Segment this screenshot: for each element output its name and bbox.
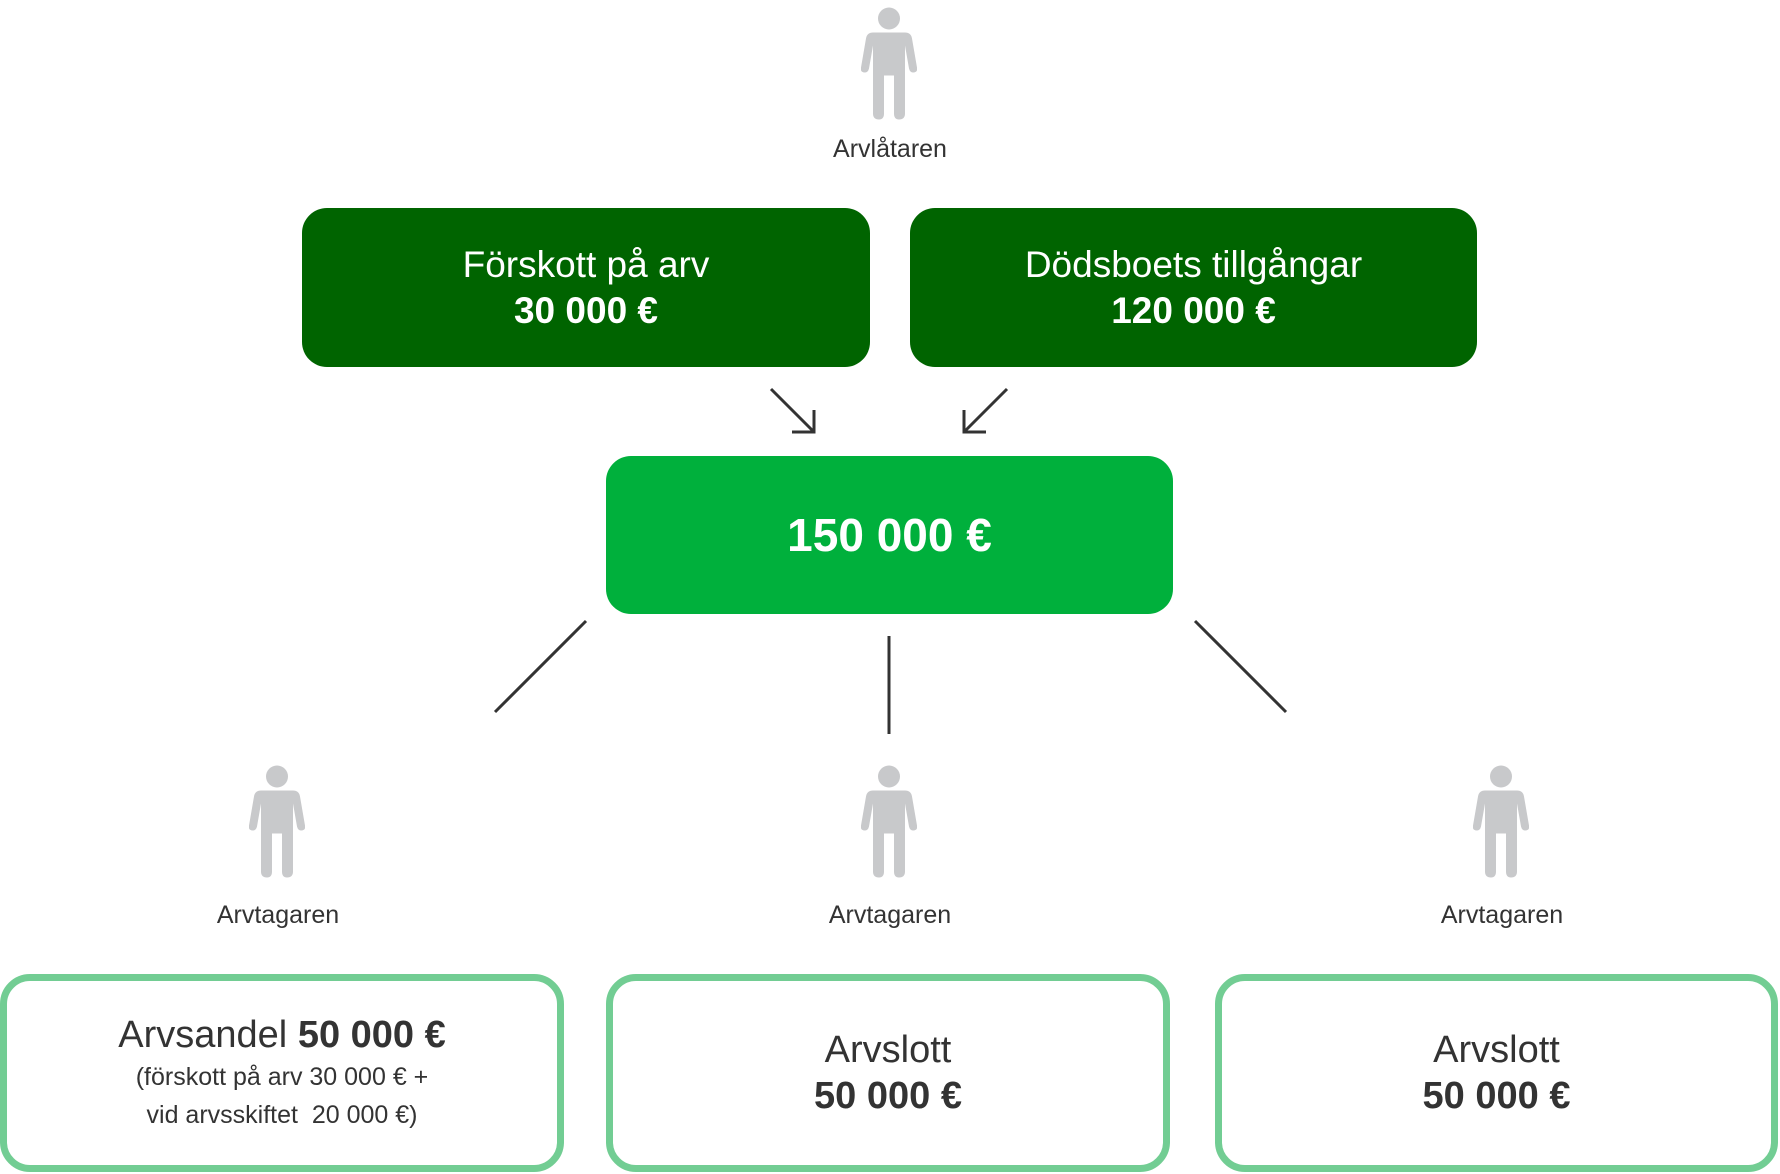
estate-value: 120 000 € xyxy=(1111,289,1276,331)
heir-3-value: 50 000 € xyxy=(1422,1075,1571,1117)
heir-1-title: Arvsandel xyxy=(118,1014,288,1056)
line-heir-1 xyxy=(493,619,588,714)
heir-3-title: Arvslott xyxy=(1433,1029,1560,1071)
heir-2-title: Arvslott xyxy=(824,1029,952,1071)
heir-1-label: Arvtagaren xyxy=(216,901,340,929)
heir-1-note-1: (förskott på arv 30 000 € + xyxy=(135,1063,429,1091)
arrowhead-estate xyxy=(962,410,986,434)
heir-3-label: Arvtagaren xyxy=(1440,901,1564,929)
arrowhead-advance xyxy=(792,410,816,434)
heir-2-label: Arvtagaren xyxy=(828,901,952,929)
heir-2-value: 50 000 € xyxy=(814,1075,962,1117)
advance-box: Förskott på arv 30 000 € xyxy=(302,208,870,367)
line-heir-3 xyxy=(1193,619,1288,714)
heir-1-note-2: vid arvsskiftet 20 000 €) xyxy=(146,1101,418,1129)
heir-1-person-icon xyxy=(249,765,305,878)
heir-3-person-icon xyxy=(1473,765,1529,878)
total-value: 150 000 € xyxy=(787,509,992,561)
advance-value: 30 000 € xyxy=(513,289,659,331)
heir-1-value: 50 000 € xyxy=(297,1014,446,1056)
estate-box: Dödsboets tillgångar 120 000 € xyxy=(910,208,1477,367)
arrow-advance xyxy=(769,387,816,434)
heir-2-person-icon xyxy=(861,765,917,878)
total-box: 150 000 € xyxy=(606,456,1173,614)
heir-3-share-box: Arvslott 50 000 € xyxy=(1215,974,1778,1172)
heir-2-share-box: Arvslott 50 000 € xyxy=(606,974,1170,1172)
estate-title: Dödsboets tillgångar xyxy=(1024,243,1363,285)
arrow-estate xyxy=(962,387,1009,434)
testator-label: Arvlåtaren xyxy=(833,135,947,163)
advance-title: Förskott på arv xyxy=(462,243,710,285)
heir-1-share-box: Arvsandel 50 000 € (förskott på arv 30 0… xyxy=(0,974,564,1172)
